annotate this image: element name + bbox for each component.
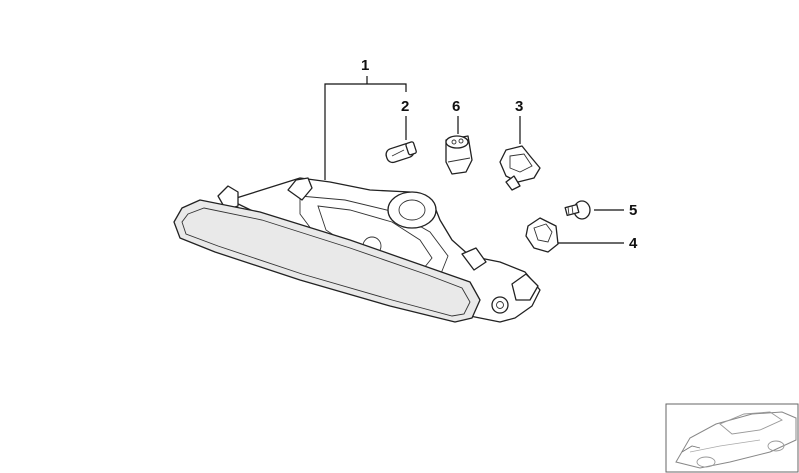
- leader-lines: [324, 76, 624, 244]
- vehicle-thumbnail: [665, 403, 799, 473]
- bulb-socket[interactable]: [445, 135, 473, 175]
- callout-6: 6: [452, 98, 460, 115]
- callout-2: 2: [401, 98, 409, 115]
- clip-nut[interactable]: [525, 217, 559, 253]
- bulb[interactable]: [385, 141, 417, 164]
- callout-4: 4: [629, 235, 638, 252]
- callout-1: 1: [361, 57, 369, 74]
- bracket-clip[interactable]: [499, 145, 541, 191]
- callout-3: 3: [515, 98, 523, 115]
- screw[interactable]: [564, 200, 591, 220]
- fog-light-assembly[interactable]: [173, 177, 541, 323]
- callout-5: 5: [629, 202, 637, 219]
